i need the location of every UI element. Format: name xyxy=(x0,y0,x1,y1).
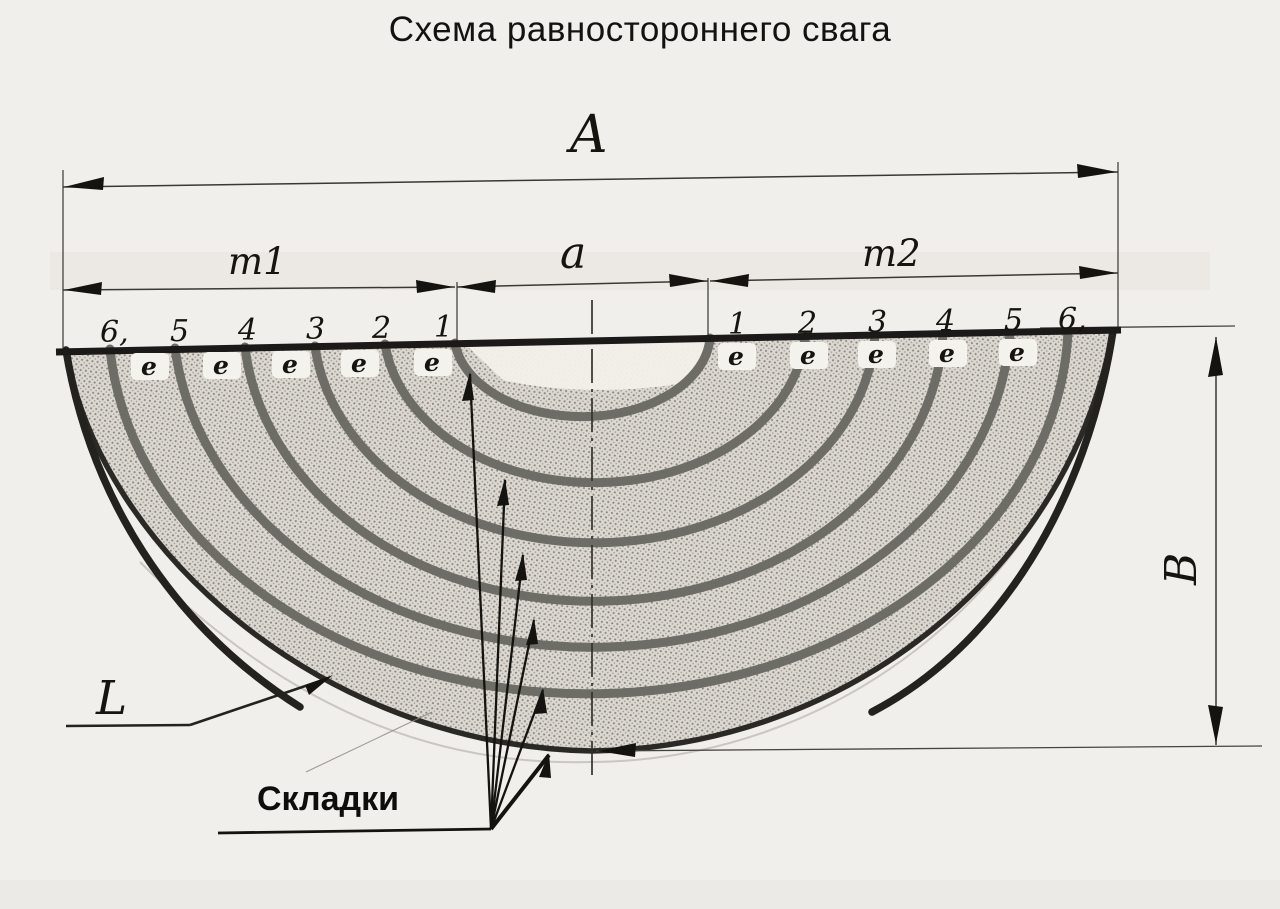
arrow-a-right xyxy=(669,274,707,287)
edge-mark: e xyxy=(424,348,440,377)
edge-mark-box xyxy=(203,352,241,379)
edge-mark: e xyxy=(800,341,816,370)
fold-arc-1 xyxy=(450,333,715,422)
edge-mark: e xyxy=(728,342,744,371)
edge-mark: e xyxy=(939,339,955,368)
fold-arc-2 xyxy=(380,332,810,488)
arrow-m1-right xyxy=(416,280,454,293)
edge-mark-box xyxy=(414,349,452,376)
page-title: Схема равностороннего свага xyxy=(388,10,892,49)
pleat-number: 3 xyxy=(868,305,887,340)
arrow-B-bottom xyxy=(1208,705,1223,744)
pleat-pointer-line-5 xyxy=(489,689,545,830)
dimension-line-A xyxy=(62,171,1119,188)
edge-mark-box xyxy=(341,350,379,377)
edge-mark: e xyxy=(141,352,157,381)
pleat-number: 6, xyxy=(100,315,129,350)
dimension-lines xyxy=(62,171,1217,745)
edge-mark-box xyxy=(272,351,310,378)
edge-mark: e xyxy=(351,349,367,378)
swag-right-edge xyxy=(868,327,1117,716)
pleat-pointer-line-6 xyxy=(489,753,551,831)
edge-mark-box xyxy=(131,353,169,380)
edge-marks-right: e e e e e xyxy=(718,338,1037,371)
edge-mark-box xyxy=(858,341,896,368)
fold-arc-3 xyxy=(310,330,880,548)
pleat-pointer-arrow xyxy=(462,372,474,401)
l-leader-line xyxy=(189,677,327,727)
edge-mark: e xyxy=(213,351,229,380)
pleat-pointer-arrow xyxy=(535,688,547,714)
edge-mark: e xyxy=(1009,338,1025,367)
arrow-A-left xyxy=(64,177,104,190)
pleat-pointer-line-3 xyxy=(489,554,525,830)
pleat-pointer-line-4 xyxy=(489,619,536,830)
dim-label-m2: m2 xyxy=(862,232,921,275)
arrow-B-top xyxy=(1208,337,1223,377)
edge-mark: e xyxy=(868,340,884,369)
swag-top-edge-line xyxy=(55,326,1122,356)
pleat-number: 4 xyxy=(237,313,257,348)
pleat-number: 1 xyxy=(728,307,747,342)
l-underline xyxy=(65,723,191,728)
pleat-pointer-arrow xyxy=(526,618,538,645)
arrow-a-left xyxy=(458,280,496,293)
fold-arc-5 xyxy=(170,328,1015,652)
arrow-m2-left xyxy=(711,274,749,287)
swag-top-gap xyxy=(468,338,710,390)
pleats-callout: Складки xyxy=(217,372,551,835)
faint-leader-line xyxy=(305,711,433,773)
pleat-pointer-lines xyxy=(468,373,551,831)
pleat-number: 5 xyxy=(1004,303,1023,338)
pleat-number: 2 xyxy=(371,311,391,346)
pleat-number: 5 xyxy=(170,314,189,349)
pleat-number: 1 xyxy=(434,310,453,345)
arrow-m1-left xyxy=(64,282,102,295)
scan-shadow-band-bottom xyxy=(0,880,1280,909)
pleat-pointer-arrows xyxy=(462,372,551,778)
fold-arc-4 xyxy=(240,329,948,606)
arrow-baseline-left xyxy=(598,743,636,757)
arrow-m2-right xyxy=(1079,266,1117,279)
dim-label-m1: m1 xyxy=(228,240,287,283)
dimension-line-m2 xyxy=(709,272,1119,282)
pleat-number: 4 xyxy=(935,304,955,339)
fold-arcs xyxy=(105,327,1073,699)
pleat-number: 2 xyxy=(797,306,817,341)
scan-shadow-band xyxy=(50,252,1210,290)
edge-marks-left: e e e e e xyxy=(131,348,452,381)
b-bottom-baseline xyxy=(595,745,1263,752)
dim-label-A: A xyxy=(566,105,608,165)
edge-mark-box xyxy=(718,343,756,370)
dimension-arrowheads xyxy=(64,164,1223,757)
pleats-label: Складки xyxy=(257,780,399,818)
swag-left-edge xyxy=(62,346,304,711)
dim-label-a: a xyxy=(560,228,586,279)
edge-mark-box xyxy=(790,342,828,369)
pleats-underline xyxy=(217,827,492,835)
edge-mark-box xyxy=(929,340,967,367)
dimension-line-a xyxy=(456,280,709,288)
pleat-pointer-line-2 xyxy=(489,479,507,830)
pleat-number: 3 xyxy=(306,312,325,347)
pleat-number: 6, xyxy=(1058,302,1087,337)
pleat-pointer-line-1 xyxy=(468,373,493,830)
fold-arc-6 xyxy=(105,327,1073,699)
pleat-pointer-arrow xyxy=(497,478,509,506)
l-leader xyxy=(65,675,433,773)
edge-mark: e xyxy=(282,350,298,379)
pleat-pointer-arrow xyxy=(539,753,551,778)
pleat-numbers-left: 6, 5 4 3 2 1 xyxy=(100,310,453,350)
dim-label-L: L xyxy=(95,671,127,726)
dimension-line-m1 xyxy=(62,286,456,291)
pleat-pointer-arrow xyxy=(515,553,527,581)
pleat-numbers-right: 1 2 3 4 5 6, xyxy=(728,302,1087,342)
dim-label-B: B xyxy=(1156,553,1207,586)
arrow-A-right xyxy=(1077,164,1117,178)
edge-mark-box xyxy=(999,339,1037,366)
l-leader-arrow xyxy=(305,675,333,695)
